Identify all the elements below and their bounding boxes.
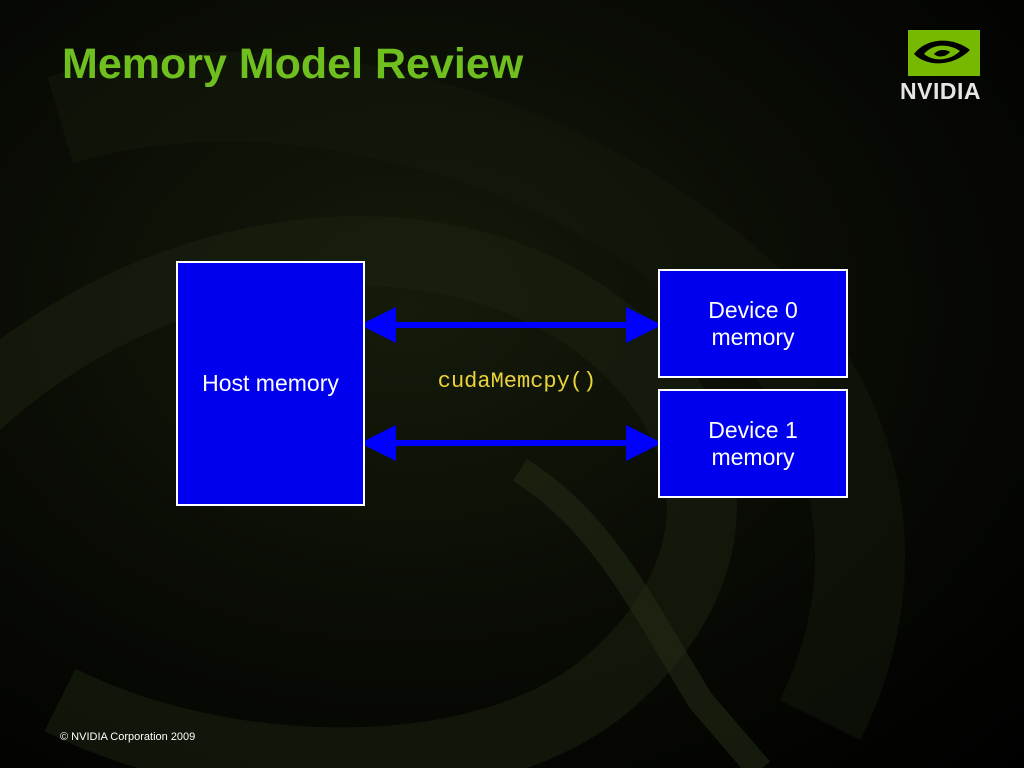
nvidia-wordmark: NVIDIA <box>900 78 981 104</box>
device-1-memory-label: Device 1 memory <box>708 416 798 470</box>
device-0-memory-box: Device 0 memory <box>658 269 848 378</box>
cuda-memcpy-label: cudaMemcpy() <box>437 369 597 394</box>
copyright-footer: © NVIDIA Corporation 2009 <box>60 731 196 743</box>
nvidia-eye-icon <box>908 30 980 76</box>
device-0-memory-label: Device 0 memory <box>708 296 798 350</box>
host-memory-box: Host memory <box>176 261 365 506</box>
device-1-memory-box: Device 1 memory <box>658 389 848 498</box>
host-memory-label: Host memory <box>202 370 339 396</box>
nvidia-logo: NVIDIA <box>900 30 1004 106</box>
slide-title: Memory Model Review <box>62 40 524 88</box>
